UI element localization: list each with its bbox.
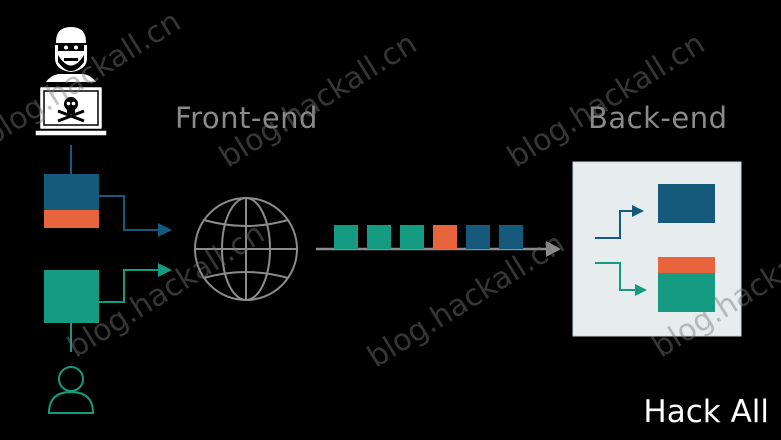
queued-request-navy xyxy=(499,225,523,249)
backend-label: Back-end xyxy=(588,101,728,135)
queued-request-teal xyxy=(400,225,424,249)
hacker-icon xyxy=(34,24,108,137)
backend-route-normal xyxy=(595,262,636,291)
pipeline-arrowhead xyxy=(546,241,561,257)
backend-route-malicious-arrowhead xyxy=(632,205,644,217)
brand-logo-text: Hack All xyxy=(643,394,769,430)
backend-route-malicious xyxy=(595,210,633,239)
normal-request xyxy=(44,270,99,323)
normal-arrowhead xyxy=(158,263,172,277)
normal-arrow-line xyxy=(99,269,160,303)
globe-icon xyxy=(194,197,298,301)
backend-malicious-block xyxy=(658,184,715,223)
malicious-request xyxy=(44,174,99,228)
frontend-label: Front-end xyxy=(175,101,318,135)
queued-request-teal xyxy=(367,225,391,249)
queued-request-teal xyxy=(334,225,358,249)
backend-normal-block xyxy=(658,273,715,312)
queued-request-orange xyxy=(433,225,457,249)
backend-poisoned-prefix xyxy=(658,257,715,273)
backend-route-normal-arrowhead xyxy=(635,284,647,296)
queued-request-navy xyxy=(466,225,490,249)
request-queue xyxy=(334,225,523,249)
malicious-arrow-line xyxy=(99,195,160,231)
malicious-arrowhead xyxy=(158,223,172,237)
backend-server xyxy=(572,161,742,337)
user-icon xyxy=(47,366,95,414)
